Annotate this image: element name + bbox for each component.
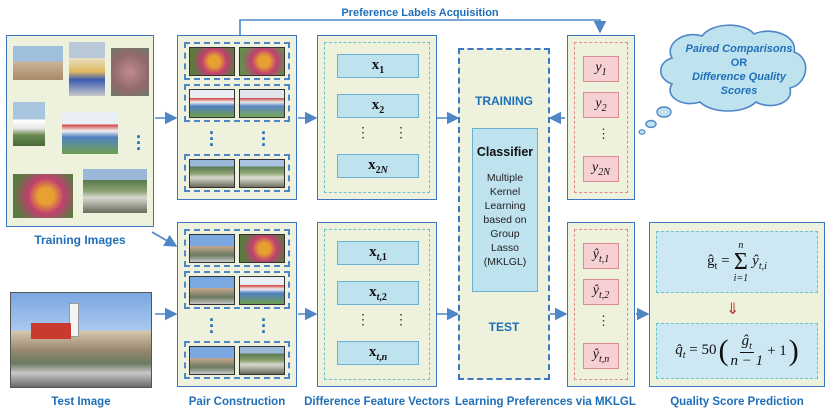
training-images-panel: ···: [6, 35, 154, 227]
pair-thumb: [189, 276, 235, 305]
training-pairs-panel: ··· ···: [177, 35, 297, 200]
pair-dots-left: ···: [209, 310, 215, 342]
training-features-frame: [324, 42, 430, 193]
quality-score-panel: ĝt = n Σ i=1 ŷt,i ⇓ q̂t = 50 ( ĝt n − 1 …: [649, 222, 825, 387]
label-ytn: ŷt,n: [583, 343, 619, 369]
pair-thumb: [189, 346, 235, 375]
feature-dots-left: ⋮: [356, 311, 370, 327]
feature-dots-left: ⋮: [356, 124, 370, 140]
classifier-title: Classifier: [476, 145, 534, 159]
label-y2: y2: [583, 92, 619, 118]
classifier-box: Classifier Multiple Kernel Learning base…: [472, 128, 538, 292]
classifier-desc-line: Group: [490, 228, 520, 240]
test-image-label: Test Image: [51, 396, 111, 408]
preference-labels-title: Preference Labels Acquisition: [341, 7, 499, 19]
cloud-line-3: Difference Quality: [692, 71, 786, 83]
training-features-panel: x1 x2 ⋮ ⋮ x2N: [317, 35, 437, 200]
pair-dots-left: ···: [209, 123, 215, 155]
cloud-text: Paired Comparisons OR Difference Quality…: [672, 42, 806, 98]
arrow-training-to-test-pairs: [151, 231, 178, 247]
learning-preferences-label: Learning Preferences via MKLGL: [455, 396, 636, 408]
feature-xtn: xt,n: [337, 341, 419, 365]
training-image-painting: [111, 48, 149, 96]
feature-xt1: xt,1: [337, 241, 419, 265]
feature-dots-right: ⋮: [394, 124, 408, 140]
classifier-desc-line: (MKLGL): [483, 256, 527, 268]
pair-construction-label: Pair Construction: [188, 396, 286, 408]
test-pair-1: [184, 229, 290, 267]
training-image-butterfly: [13, 174, 73, 218]
training-more-dots: ···: [136, 127, 142, 159]
difference-vectors-label: Difference Feature Vectors: [304, 396, 450, 408]
test-pair-n: [184, 341, 290, 379]
thought-cloud: [638, 24, 807, 135]
quality-formula: q̂t = 50 ( ĝt n − 1 + 1 ): [656, 323, 818, 379]
mklgl-panel: TRAINING Classifier Multiple Kernel Lear…: [458, 48, 550, 380]
training-pair-1: [184, 42, 290, 80]
training-labels-panel: y1 y2 ⋮ y2N: [567, 35, 635, 200]
pair-thumb: [189, 89, 235, 118]
test-phase-label: TEST: [488, 320, 520, 334]
classifier-desc-line: based on: [483, 214, 527, 226]
aggregate-formula: ĝt = n Σ i=1 ŷt,i: [656, 231, 818, 293]
feature-x2n: x2N: [337, 154, 419, 178]
test-image-lighthouse-shape: [69, 303, 79, 337]
training-phase-label: TRAINING: [475, 94, 533, 108]
cloud-line-1: Paired Comparisons: [685, 43, 793, 55]
pair-dots-right: ···: [261, 123, 267, 155]
pair-dots-right: ···: [261, 310, 267, 342]
training-image-lighthouse: [13, 102, 45, 146]
pair-thumb: [239, 276, 285, 305]
down-arrow-icon: ⇓: [726, 301, 740, 318]
feature-dots-right: ⋮: [394, 311, 408, 327]
cloud-line-2: OR: [730, 57, 748, 69]
pair-thumb: [189, 234, 235, 263]
label-yt2: ŷt,2: [583, 279, 619, 305]
feature-xt2: xt,2: [337, 281, 419, 305]
training-pair-2n: [184, 154, 290, 192]
classifier-description: Multiple Kernel Learning based on Group …: [473, 171, 537, 269]
pair-thumb: [239, 234, 285, 263]
feature-x2: x2: [337, 94, 419, 118]
training-images-label: Training Images: [34, 233, 126, 247]
test-image: [10, 292, 152, 388]
test-image-roof-shape: [31, 323, 71, 339]
training-image-river: [83, 169, 147, 213]
classifier-desc-line: Kernel: [489, 186, 521, 198]
classifier-desc-line: Multiple: [486, 172, 524, 184]
training-image-market: [62, 112, 118, 154]
training-image-sailboat: [69, 42, 105, 96]
label-y1: y1: [583, 56, 619, 82]
training-image-building: [13, 46, 63, 80]
classifier-desc-line: Lasso: [490, 242, 520, 254]
feature-x1: x1: [337, 54, 419, 78]
test-pair-2: [184, 271, 290, 309]
label-dots: ⋮: [597, 126, 610, 141]
test-features-frame: [324, 229, 430, 380]
training-labels-frame: [574, 42, 628, 193]
quality-prediction-label: Quality Score Prediction: [670, 396, 804, 408]
pair-thumb: [189, 159, 235, 188]
pair-thumb: [239, 47, 285, 76]
pair-thumb: [239, 159, 285, 188]
pair-thumb: [189, 47, 235, 76]
test-labels-frame: [574, 229, 628, 380]
label-dots: ⋮: [597, 313, 610, 328]
test-labels-panel: ŷt,1 ŷt,2 ⋮ ŷt,n: [567, 222, 635, 387]
test-features-panel: xt,1 xt,2 ⋮ ⋮ xt,n: [317, 222, 437, 387]
cloud-line-4: Scores: [720, 85, 758, 97]
preference-bracket: [239, 19, 607, 36]
pair-thumb: [239, 89, 285, 118]
label-y2n: y2N: [583, 156, 619, 182]
training-pair-2: [184, 84, 290, 122]
test-pairs-panel: ··· ···: [177, 222, 297, 387]
classifier-desc-line: Learning: [484, 200, 526, 212]
pair-thumb: [239, 346, 285, 375]
label-yt1: ŷt,1: [583, 243, 619, 269]
